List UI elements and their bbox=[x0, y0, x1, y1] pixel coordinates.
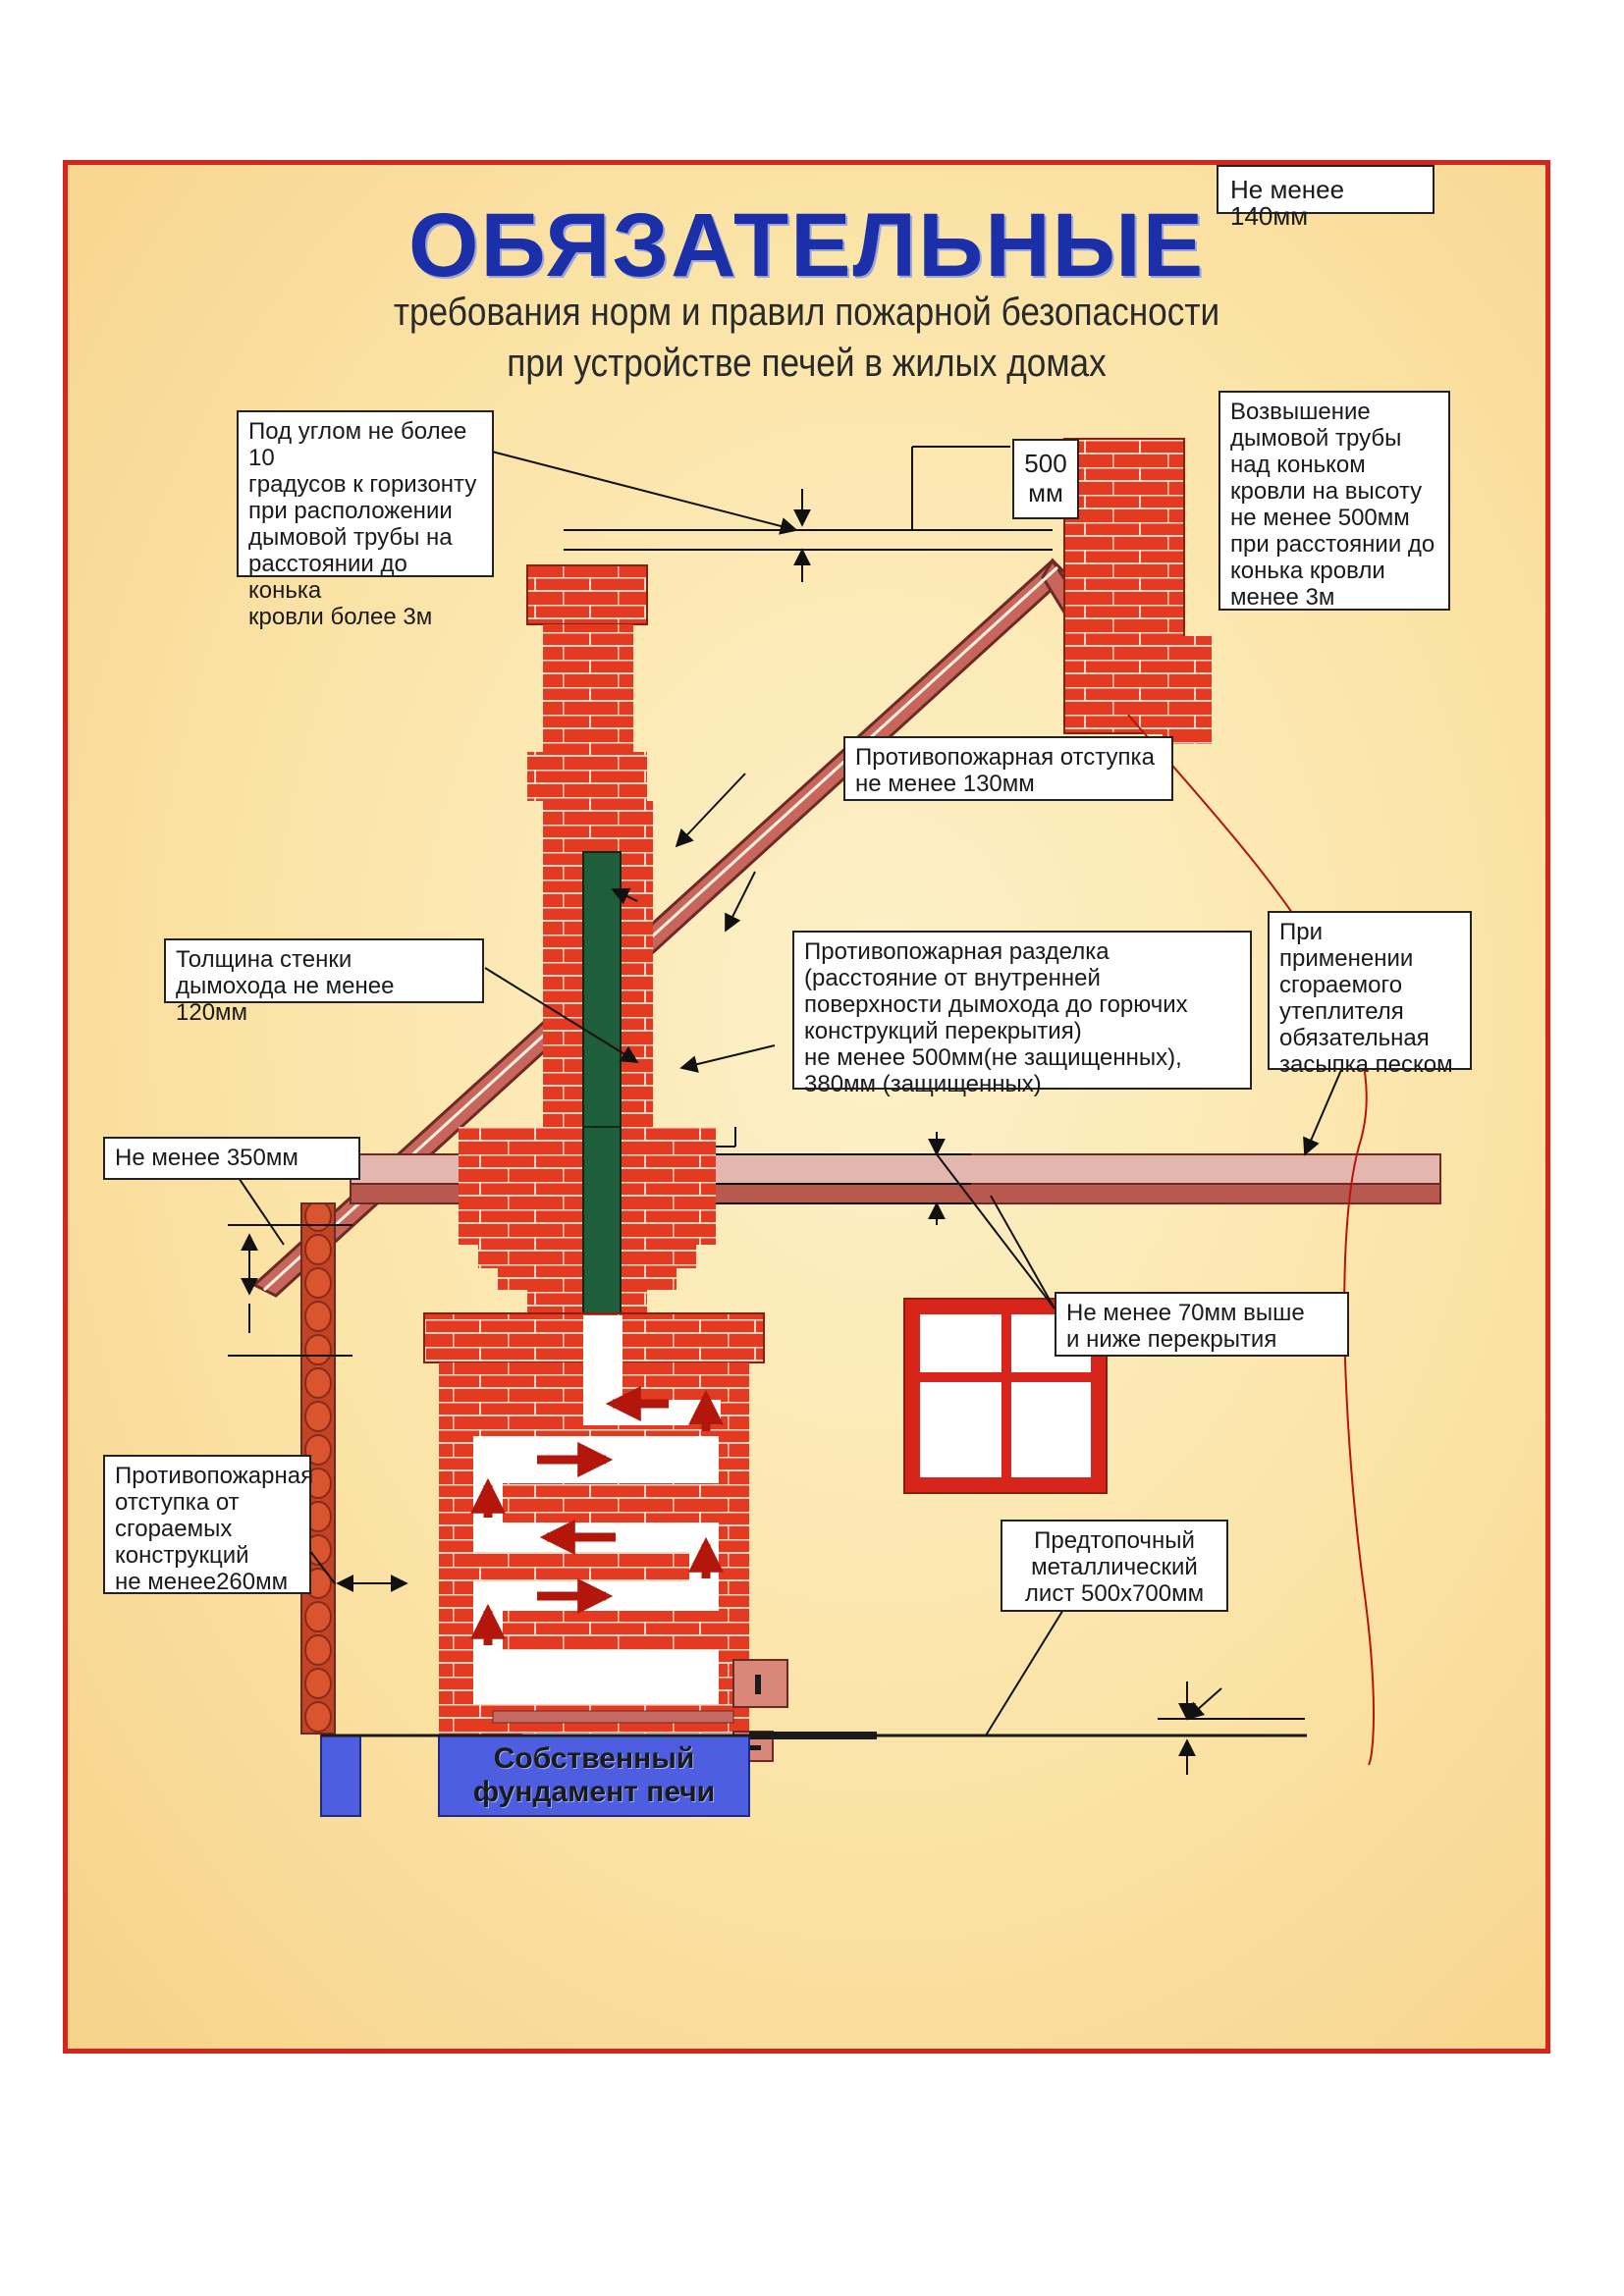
poster-title: ОБЯЗАТЕЛЬНЫЕ bbox=[407, 195, 1206, 295]
callout-min-350: Не менее 350мм bbox=[103, 1137, 360, 1180]
main-chimney bbox=[459, 564, 716, 1363]
stove-foundation bbox=[438, 1735, 750, 1817]
callout-fire-break: Противопожарная разделка (расстояние от … bbox=[792, 931, 1252, 1097]
subtitle-line-1: требования норм и правил пожарной безопа… bbox=[393, 291, 1220, 334]
wall-foundation bbox=[320, 1735, 361, 1817]
prefire-sheet bbox=[749, 1732, 877, 1739]
callout-min-140: Не менее 140мм bbox=[1217, 165, 1435, 230]
poster: ОБЯЗАТЕЛЬНЫЕ требования норм и правил по… bbox=[63, 160, 1550, 2054]
leader-lines bbox=[228, 446, 1345, 1775]
insulation-leader bbox=[1127, 714, 1375, 1766]
stove-body bbox=[423, 1312, 788, 1763]
ridge-chimney bbox=[1063, 438, 1212, 744]
callout-wall-thickness: Толщина стенки дымохода не менее 120мм bbox=[164, 938, 484, 1026]
callout-fire-setback-130: Противопожарная отступка не менее 130мм bbox=[843, 736, 1173, 801]
callout-chimney-height: 500 мм bbox=[1012, 439, 1079, 519]
flow-arrows bbox=[470, 1386, 724, 1645]
foundation-label: Собственный фундамент печи bbox=[472, 1742, 716, 1808]
callout-fire-setback-260: Противопожарная отступка от сгораемых ко… bbox=[103, 1455, 313, 1595]
stove-diagram bbox=[228, 438, 1441, 1817]
callout-prefire-sheet: Предтопочный металлический лист 500х700м… bbox=[1001, 1520, 1228, 1612]
callout-min-70: Не менее 70мм выше и ниже перекрытия bbox=[1055, 1292, 1349, 1357]
callout-combustible-insulation: При применении сгораемого утеплителя обя… bbox=[1268, 911, 1472, 1078]
callout-chimney-rise: Возвышение дымовой трубы над коньком кро… bbox=[1218, 391, 1450, 611]
callout-roof-angle: Под углом не более 10 градусов к горизон… bbox=[237, 410, 494, 630]
subtitle-line-2: при устройстве печей в жилых домах bbox=[507, 342, 1107, 385]
